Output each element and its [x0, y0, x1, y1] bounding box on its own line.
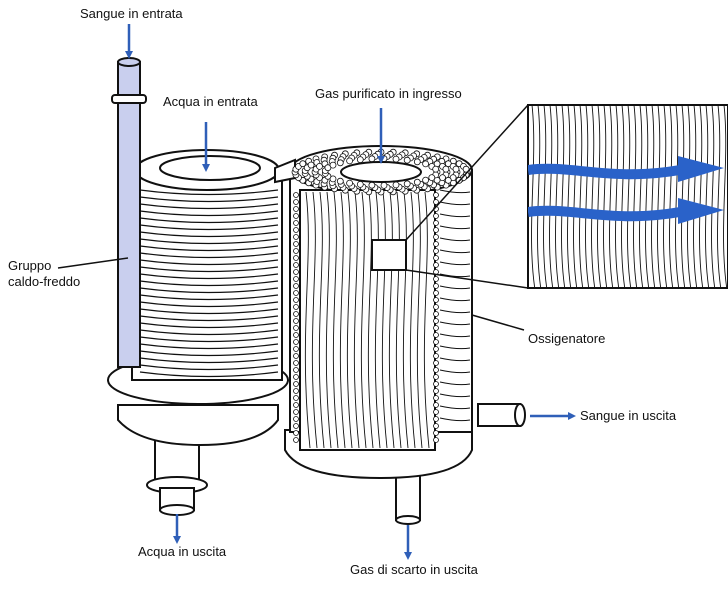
blood-outlet-pipe [477, 403, 521, 427]
blood-inlet-clamp [111, 94, 147, 104]
gas-inlet-port [340, 161, 422, 183]
heat-exchanger-base [117, 404, 279, 447]
label-water-out: Acqua in uscita [138, 544, 227, 559]
oxygenator-ribs [439, 189, 471, 422]
heat-exchanger-leader [57, 257, 129, 269]
label-oxygenator: Ossigenatore [528, 331, 605, 346]
label-water-in: Acqua in entrata [163, 94, 258, 109]
fiber-zoom-inset [405, 104, 728, 289]
water-inlet-port [159, 155, 261, 181]
oxygenator-leader [471, 314, 525, 331]
blood-inlet-tube [117, 61, 141, 368]
label-blood-in: Sangue in entrata [80, 6, 183, 21]
heat-exchanger-unit [107, 57, 289, 516]
label-gas-in: Gas purificato in ingresso [315, 86, 462, 101]
label-blood-out: Sangue in uscita [580, 408, 677, 423]
fiber-sample-window [371, 239, 407, 271]
flow-arrows [125, 24, 576, 560]
heat-exchanger-coil [139, 189, 279, 378]
label-gas-out: Gas di scarto in uscita [350, 562, 479, 577]
